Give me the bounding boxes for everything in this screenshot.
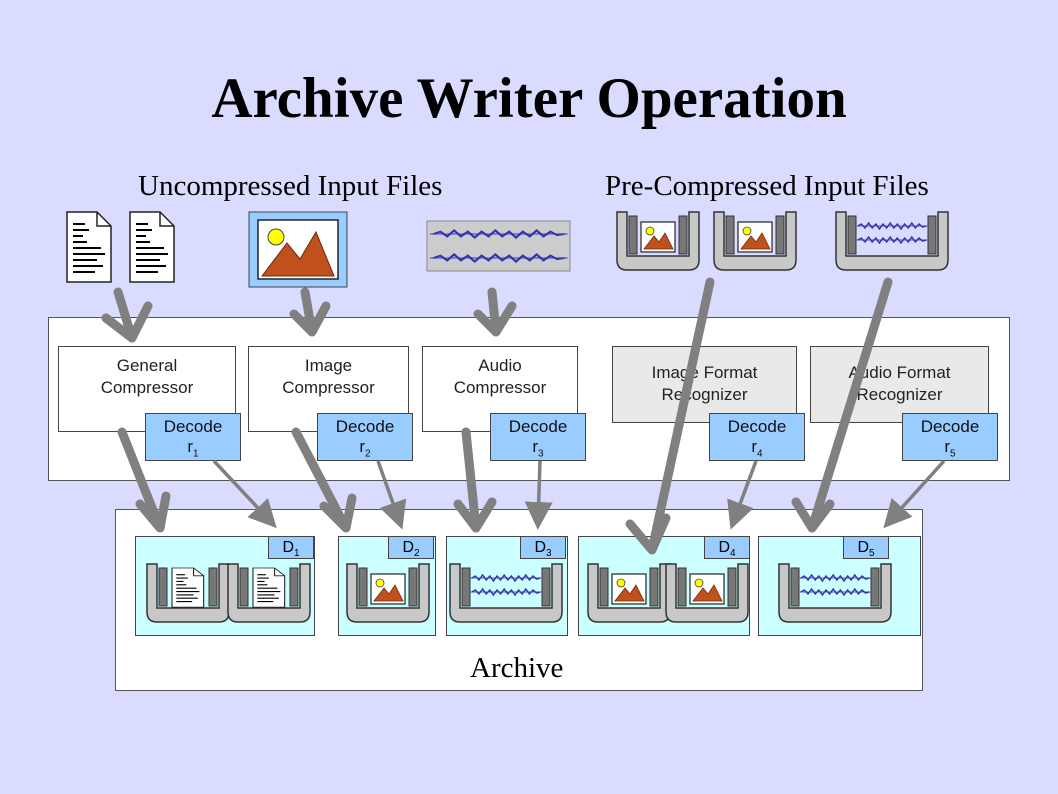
arrow-r1-to-d1 — [212, 459, 277, 529]
image-format-recognizer-line1: Image Format — [651, 363, 758, 382]
image-compressor-line2: Compressor — [282, 378, 375, 397]
compressed-image-file-icon — [714, 212, 796, 270]
audio-compressor-line1: Audio — [478, 356, 522, 375]
precompressed-files-label: Pre-Compressed Input Files — [605, 170, 929, 202]
archived-audio-file-icon — [779, 564, 891, 622]
archived-image-file-icon — [347, 564, 429, 622]
decoder-label: Decode — [335, 417, 395, 436]
audio-format-recognizer-line2: Recognizer — [856, 385, 943, 404]
decoder-var: r — [187, 437, 194, 456]
block-tag-d2: D2 — [388, 536, 434, 559]
decoder-r4: Decode r4 — [709, 413, 805, 461]
archived-image-file-icon — [666, 564, 748, 622]
decoder-var: r — [944, 437, 951, 456]
audio-file-icon — [426, 220, 571, 272]
output-arrows — [117, 277, 893, 555]
archived-image-file-icon — [588, 564, 670, 622]
arrow-image-to-d2 — [291, 427, 357, 533]
decoder-arrows — [212, 459, 946, 530]
archived-text-file-icon — [228, 564, 310, 622]
block-var: D — [282, 539, 294, 556]
decoder-var: r — [751, 437, 758, 456]
image-format-recognizer: Image Format Recognizer — [612, 346, 797, 423]
decoder-sub: 2 — [365, 448, 371, 460]
block-sub: 3 — [546, 548, 552, 560]
decoder-r1: Decode r1 — [145, 413, 241, 461]
arrow-r5-to-d5 — [883, 459, 946, 529]
block-sub: 1 — [294, 548, 300, 560]
decoder-r5: Decode r5 — [902, 413, 998, 461]
decoder-var: r — [359, 437, 366, 456]
block-var: D — [857, 539, 869, 556]
arrow-audio-to-audio-compressor — [473, 287, 517, 337]
block-sub: 4 — [730, 548, 736, 560]
arrow-audio-to-d3 — [453, 427, 497, 533]
decoder-var: r — [532, 437, 539, 456]
input-arrows — [101, 287, 517, 343]
decoder-sub: 1 — [193, 448, 199, 460]
compressed-image-file-icon — [617, 212, 699, 270]
general-compressor-line1: General — [116, 356, 178, 375]
block-var: D — [402, 539, 414, 556]
archived-text-file-icon — [147, 564, 229, 622]
decoder-r3: Decode r3 — [490, 413, 586, 461]
decoder-r2: Decode r2 — [317, 413, 413, 461]
decoder-label: Decode — [508, 417, 568, 436]
archived-audio-file-icon — [450, 564, 562, 622]
arrow-precomp-audio-to-d5 — [791, 277, 893, 533]
text-file-icon — [129, 211, 175, 283]
arrow-r2-to-d2 — [376, 460, 407, 530]
audio-format-recognizer: Audio Format Recognizer — [810, 346, 989, 423]
text-file-icon — [66, 211, 112, 283]
audio-compressor-line2: Compressor — [453, 378, 547, 397]
arrow-general-to-d1 — [117, 427, 171, 533]
decoder-sub: 5 — [950, 448, 956, 460]
image-file-icon — [248, 211, 348, 288]
general-compressor-line2: Compressor — [100, 378, 194, 397]
block-tag-d3: D3 — [520, 536, 566, 559]
uncompressed-files-label: Uncompressed Input Files — [138, 170, 443, 202]
block-tag-d5: D5 — [843, 536, 889, 559]
page-title: Archive Writer Operation — [211, 67, 847, 130]
block-var: D — [534, 539, 546, 556]
decoder-label: Decode — [920, 417, 980, 436]
decoder-sub: 3 — [538, 448, 544, 460]
arrow-r3-to-d3 — [524, 460, 553, 530]
decoder-label: Decode — [727, 417, 787, 436]
audio-format-recognizer-line1: Audio Format — [848, 363, 951, 382]
decoder-label: Decode — [163, 417, 223, 436]
arrow-precomp-image-to-d4 — [625, 277, 715, 555]
block-var: D — [718, 539, 730, 556]
block-tag-d1: D1 — [268, 536, 314, 559]
block-sub: 5 — [869, 548, 875, 560]
archive-label: Archive — [470, 652, 564, 684]
compressed-audio-file-icon — [836, 212, 948, 270]
decoder-sub: 4 — [757, 448, 763, 460]
block-tag-d4: D4 — [704, 536, 750, 559]
arrow-image-to-image-compressor — [289, 287, 331, 337]
arrow-text-to-general — [101, 287, 153, 343]
block-sub: 2 — [414, 548, 420, 560]
arrow-r4-to-d4 — [727, 460, 758, 530]
image-compressor-line1: Image — [304, 356, 353, 375]
